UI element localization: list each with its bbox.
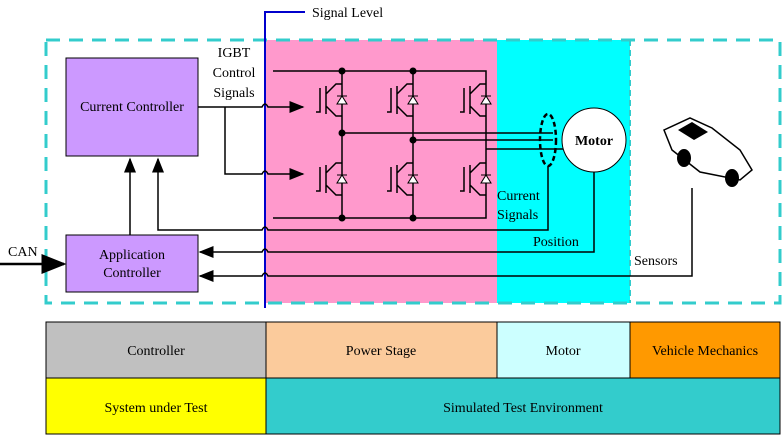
car-icon <box>663 117 753 187</box>
motor-zone <box>497 40 630 303</box>
position-label: Position <box>533 235 579 250</box>
igbt-label-2: Control <box>213 66 256 81</box>
legend-table <box>45 321 781 435</box>
signal-level-line <box>264 11 305 308</box>
cell-controller: Controller <box>127 344 185 359</box>
application-controller-label-1: Application <box>99 248 165 263</box>
motor-label: Motor <box>575 134 613 149</box>
application-controller-label-2: Controller <box>103 266 161 281</box>
current-controller-label: Current Controller <box>80 100 184 115</box>
cell-system-under-test: System under Test <box>105 401 208 416</box>
can-label: CAN <box>8 245 38 260</box>
inverter-bridge <box>273 67 563 222</box>
current-signals-label-2: Signals <box>497 208 538 223</box>
igbt-label-3: Signals <box>213 86 254 101</box>
cell-power-stage: Power Stage <box>346 344 416 359</box>
cell-motor: Motor <box>546 344 581 359</box>
application-controller-box <box>65 234 199 293</box>
system-boundary <box>44 38 782 305</box>
cell-simulated-test-environment: Simulated Test Environment <box>443 401 603 416</box>
current-sense-ellipse <box>538 112 558 168</box>
sensors-label: Sensors <box>634 254 678 269</box>
current-controller-box <box>65 57 199 157</box>
power-stage-zone <box>266 40 497 303</box>
signal-level-label: Signal Level <box>312 6 383 21</box>
current-signals-label-1: Current <box>497 189 540 204</box>
cell-vehicle-mechanics: Vehicle Mechanics <box>652 344 758 359</box>
igbt-label-1: IGBT <box>218 46 251 61</box>
